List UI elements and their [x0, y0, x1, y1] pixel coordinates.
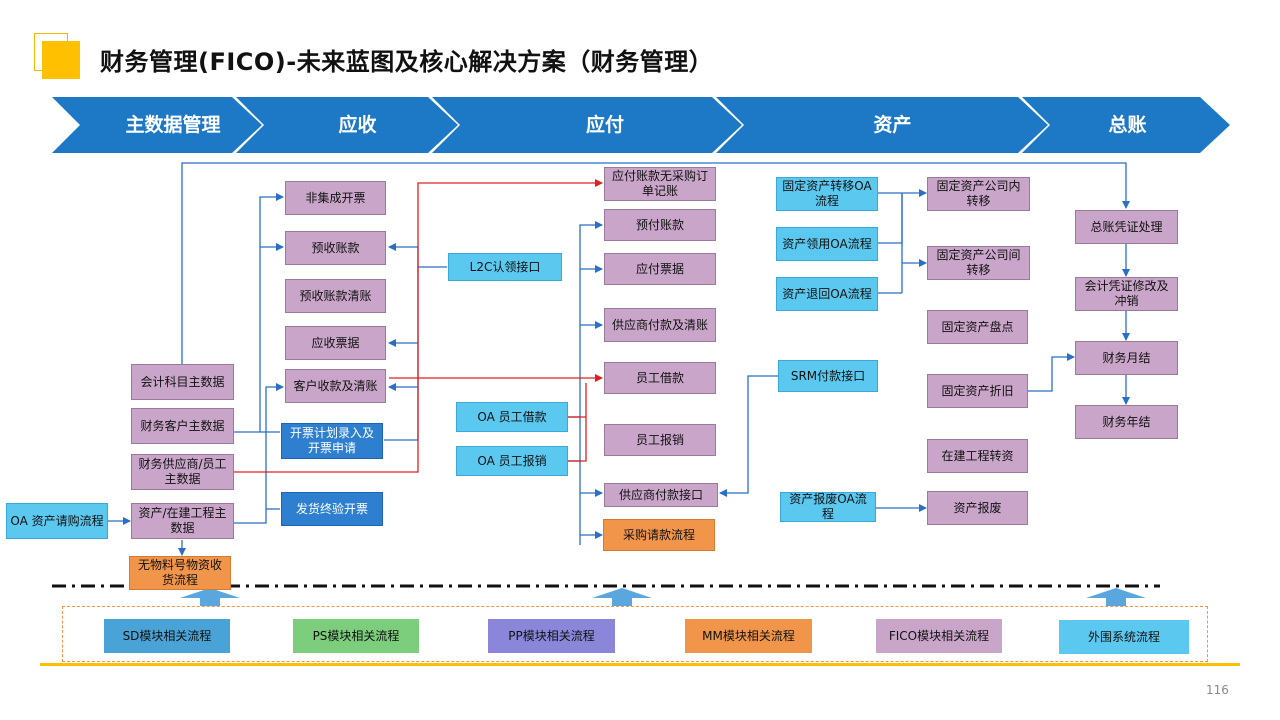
customer-receipt-box[interactable]: 客户收款及清账 [285, 369, 386, 403]
module-sub-label: 相关流程 [163, 628, 212, 643]
receivable-notes-box[interactable]: 应收票据 [285, 326, 386, 360]
advance-receipt-box[interactable]: 预收账款 [285, 231, 386, 265]
l2c-interface-box[interactable]: L2C认领接口 [448, 253, 562, 281]
mm-module-legend[interactable]: MM模块相关流程 [685, 619, 812, 653]
up-arrow-icon [180, 588, 240, 606]
module-label: SD模块 [122, 628, 164, 643]
customer-master-data-box[interactable]: 财务客户主数据 [131, 408, 234, 444]
asset-use-oa-box[interactable]: 资产领用OA流程 [776, 227, 878, 261]
module-label: PS模块 [312, 628, 352, 643]
module-label: FICO模块 [888, 628, 942, 643]
external-system-legend[interactable]: 外围系统流程 [1059, 620, 1189, 654]
phase-label-payable: 应付 [585, 114, 624, 136]
year-end-box[interactable]: 财务年结 [1075, 405, 1178, 439]
purchase-request-box[interactable]: 采购请款流程 [603, 519, 715, 551]
chevron-payable[interactable] [432, 97, 742, 153]
asset-scrap-box[interactable]: 资产报废 [927, 491, 1028, 525]
delivery-invoice-box[interactable]: 发货终验开票 [281, 492, 383, 526]
module-sub-label: 相关流程 [351, 628, 400, 643]
asset-intra-transfer-box[interactable]: 固定资产公司内转移 [927, 177, 1030, 211]
chevron-asset[interactable] [716, 97, 1048, 153]
sd-module-legend[interactable]: SD模块相关流程 [104, 619, 230, 653]
gl-voucher-box[interactable]: 总账凭证处理 [1075, 210, 1178, 244]
vendor-payment-interface-box[interactable]: 供应商付款接口 [604, 483, 718, 507]
chevron-master-data[interactable] [52, 97, 262, 153]
no-po-payable-box[interactable]: 应付账款无采购订单记账 [604, 167, 716, 201]
vendor-master-data-box[interactable]: 财务供应商/员工主数据 [131, 454, 234, 490]
module-sub-label: 相关流程 [546, 628, 595, 643]
month-end-box[interactable]: 财务月结 [1075, 341, 1178, 375]
logo-square [42, 41, 80, 79]
ps-module-legend[interactable]: PS模块相关流程 [293, 619, 419, 653]
module-sub-label: 相关流程 [941, 628, 990, 643]
chevron-receivable[interactable] [236, 97, 458, 153]
voucher-correction-box[interactable]: 会计凭证修改及冲销 [1075, 277, 1178, 311]
fico-module-legend[interactable]: FICO模块相关流程 [876, 619, 1002, 653]
chevron-gl[interactable] [1022, 97, 1230, 153]
oa-employee-loan-box[interactable]: OA 员工借款 [456, 402, 568, 432]
module-frame [62, 606, 1208, 662]
phase-label-asset: 资产 [873, 114, 912, 136]
asset-depreciation-box[interactable]: 固定资产折旧 [927, 374, 1028, 408]
prepayment-box[interactable]: 预付账款 [604, 209, 716, 241]
billing-plan-box[interactable]: 开票计划录入及开票申请 [281, 423, 383, 459]
payable-notes-box[interactable]: 应付票据 [604, 253, 716, 285]
asset-scrap-oa-box[interactable]: 资产报废OA流程 [780, 492, 876, 522]
srm-payment-interface-box[interactable]: SRM付款接口 [778, 360, 878, 392]
asset-master-data-box[interactable]: 资产/在建工程主数据 [131, 503, 234, 539]
asset-inter-transfer-box[interactable]: 固定资产公司间转移 [927, 246, 1030, 280]
asset-transfer-oa-box[interactable]: 固定资产转移OA流程 [776, 177, 878, 211]
pp-module-legend[interactable]: PP模块相关流程 [488, 619, 615, 653]
employee-reimburse-box[interactable]: 员工报销 [604, 424, 716, 456]
up-arrow-icon [592, 588, 652, 606]
employee-loan-box[interactable]: 员工借款 [604, 362, 716, 394]
phase-label-receivable: 应收 [338, 114, 377, 136]
asset-return-oa-box[interactable]: 资产退回OA流程 [776, 277, 878, 311]
phase-chevron-bar [52, 97, 1230, 153]
oa-employee-reimburse-box[interactable]: OA 员工报销 [456, 446, 568, 476]
account-master-data-box[interactable]: 会计科目主数据 [131, 364, 234, 400]
advance-clearing-box[interactable]: 预收账款清账 [285, 279, 386, 313]
phase-label-master-data: 主数据管理 [125, 114, 221, 136]
footer-divider [40, 663, 1240, 666]
page-number: 116 [1206, 683, 1229, 697]
cip-transfer-box[interactable]: 在建工程转资 [927, 439, 1028, 473]
asset-inventory-box[interactable]: 固定资产盘点 [927, 310, 1028, 344]
module-label: PP模块 [508, 628, 547, 643]
phase-label-gl: 总账 [1108, 114, 1147, 136]
oa-asset-request-box[interactable]: OA 资产请购流程 [6, 503, 108, 539]
module-label: 外围系统流程 [1087, 629, 1160, 644]
page-title: 财务管理(FICO)-未来蓝图及核心解决方案（财务管理） [100, 48, 714, 76]
non-material-receipt-box[interactable]: 无物料号物资收货流程 [129, 556, 231, 590]
module-sub-label: 相关流程 [746, 628, 795, 643]
vendor-payment-clearing-box[interactable]: 供应商付款及清账 [604, 308, 716, 342]
up-arrow-icon [1086, 588, 1146, 606]
non-integrated-invoice-box[interactable]: 非集成开票 [285, 181, 386, 215]
module-label: MM模块 [702, 628, 747, 643]
